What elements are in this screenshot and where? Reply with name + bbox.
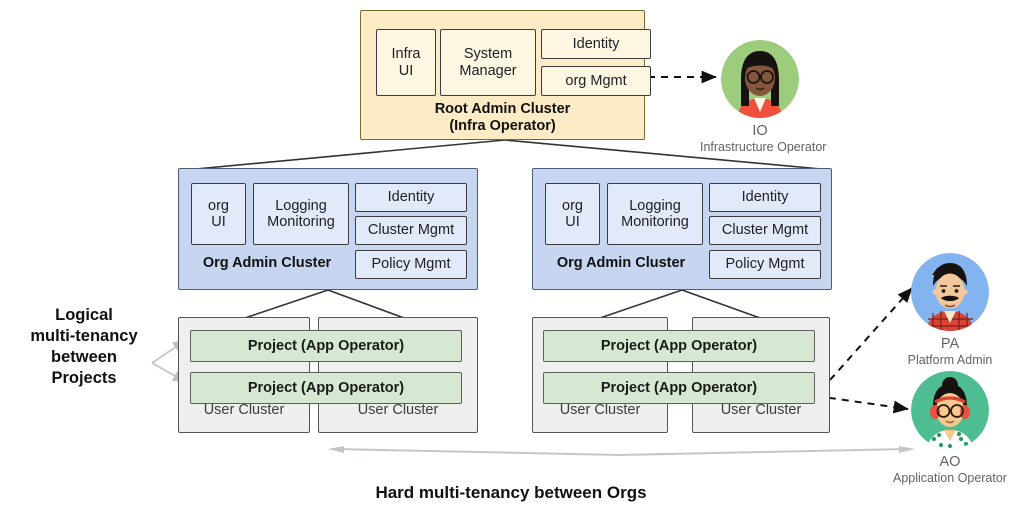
root-admin-cluster[interactable]: Infra UI System Manager Identity org Mgm… [360,10,651,140]
org-component-policy-mgmt[interactable]: Policy Mgmt [709,250,821,279]
edge-org-left-to-uc2 [327,289,405,319]
side-note-line-3: between [50,348,118,367]
org-component-org-ui[interactable]: org UI [191,183,246,245]
root-cluster-caption-line2: (Infra Operator) [449,118,556,135]
user-cluster-label: User Cluster [203,402,285,418]
persona-initials: AO [939,454,961,470]
chip-label-line1: Cluster Mgmt [367,222,455,239]
edge-org-right-to-uc1 [599,289,683,319]
chip-label-line2: Monitoring [267,214,335,230]
project-label: Project (App Operator) [247,379,405,396]
bottom-note-hard-multitenancy: Hard multi-tenancy between Orgs [375,483,647,502]
chip-label-line1: Logging [629,197,681,214]
chip-label-line1: Infra [391,46,421,63]
persona-role: Application Operator [893,471,1007,485]
chip-label-line1: org [208,197,229,214]
chip-label-line2: UI [398,62,414,79]
org-admin-cluster-right[interactable]: org UI Logging Monitoring Identity Clust… [532,168,832,290]
chip-label-line2: Manager [459,62,517,79]
persona-io[interactable]: IO Infrastructure Operator [700,40,827,154]
persona-initials: PA [940,336,960,352]
root-cluster-caption-line1: Root Admin Cluster [434,101,571,117]
chip-label-line1: Identity [741,189,789,206]
chip-label-line2: UI [211,214,226,230]
chip-label-line1: Identity [387,189,435,206]
root-component-org-mgmt[interactable]: org Mgmt [541,66,651,96]
org-component-identity[interactable]: Identity [355,183,467,212]
org-admin-cluster-left[interactable]: org UI Logging Monitoring Identity Clust… [178,168,478,290]
org-component-cluster-mgmt[interactable]: Cluster Mgmt [355,216,467,245]
avatar-pa-graphic [911,253,989,331]
project-label: Project (App Operator) [600,337,758,354]
org-cluster-caption: Org Admin Cluster [556,255,686,271]
persona-role: Platform Admin [907,353,993,367]
chip-label-line1: Cluster Mgmt [721,222,809,239]
chip-label-line1: Identity [572,35,620,52]
chip-label-line2: Monitoring [621,214,689,230]
side-note-logical-multitenancy: Logical multi-tenancy between Projects [14,305,154,389]
avatar-infrastructure-operator [721,40,799,118]
org-component-identity[interactable]: Identity [709,183,821,212]
persona-initials: IO [752,123,768,139]
root-cluster-caption: Root Admin Cluster (Infra Operator) [361,101,644,135]
user-cluster-label: User Cluster [720,402,802,418]
user-cluster-label: User Cluster [357,402,439,418]
chip-label-line1: Policy Mgmt [725,256,805,273]
root-component-system-manager[interactable]: System Manager [440,29,536,96]
side-note-line-1: Logical [55,306,113,324]
chip-label-line1: Policy Mgmt [371,256,451,273]
edge-org-right-to-uc2 [681,289,761,319]
persona-role: Infrastructure Operator [700,140,827,154]
org-component-org-ui[interactable]: org UI [545,183,600,245]
edge-org-left-to-uc1 [244,289,329,319]
root-component-identity[interactable]: Identity [541,29,651,59]
project-left-2[interactable]: Project (App Operator) [190,372,462,404]
avatar-io-graphic [721,40,799,118]
chip-label-line1: org Mgmt [565,72,627,89]
side-note-line-4: Projects [51,369,117,388]
project-label: Project (App Operator) [600,379,758,396]
project-right-2[interactable]: Project (App Operator) [543,372,815,404]
side-note-line-2: multi-tenancy [30,327,138,346]
persona-pa[interactable]: PA Platform Admin [890,253,1010,367]
avatar-application-operator [911,371,989,449]
org-component-logging-monitoring[interactable]: Logging Monitoring [253,183,349,245]
edge-hard-tenancy-arrow [334,448,909,457]
edge-root-to-org-left [184,139,506,171]
org-component-logging-monitoring[interactable]: Logging Monitoring [607,183,703,245]
chip-label-line1: Logging [275,197,327,214]
user-cluster-label: User Cluster [559,402,641,418]
project-right-1[interactable]: Project (App Operator) [543,330,815,362]
avatar-platform-admin [911,253,989,331]
arrowhead-left [328,446,344,453]
persona-ao[interactable]: AO Application Operator [890,371,1010,485]
chip-label-line1: org [562,197,583,214]
avatar-ao-graphic [911,371,989,449]
org-component-policy-mgmt[interactable]: Policy Mgmt [355,250,467,279]
chip-label-line2: UI [565,214,580,230]
org-component-cluster-mgmt[interactable]: Cluster Mgmt [709,216,821,245]
project-label: Project (App Operator) [247,337,405,354]
org-cluster-caption: Org Admin Cluster [202,255,332,271]
chip-label-line1: System [463,46,513,63]
project-left-1[interactable]: Project (App Operator) [190,330,462,362]
root-component-infra-ui[interactable]: Infra UI [376,29,436,96]
